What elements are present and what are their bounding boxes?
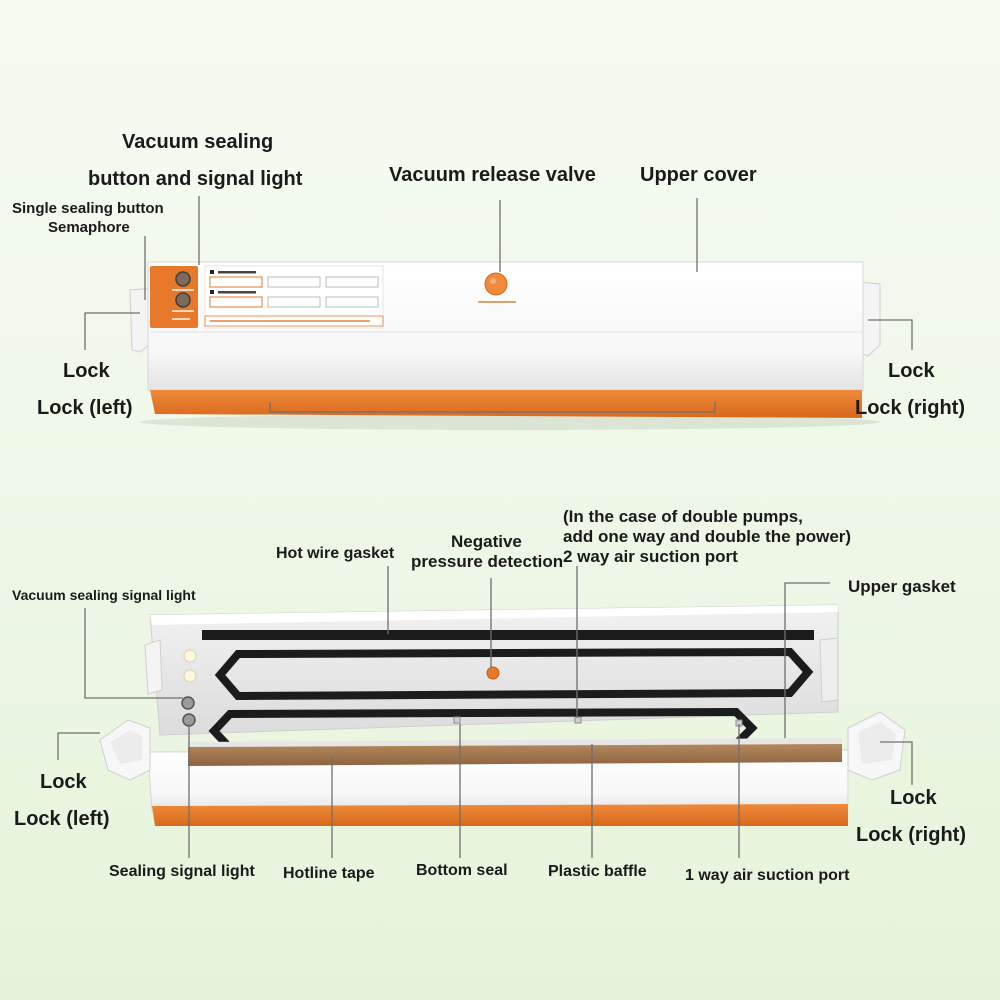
orange-base-bottom	[152, 804, 848, 826]
label-single-sealing-button: Single sealing button	[12, 200, 164, 217]
label-semaphore: Semaphore	[48, 219, 130, 236]
label-one-way-port: 1 way air suction port	[685, 867, 850, 884]
vacuum-sealing-signal-light-2	[181, 696, 195, 710]
instruction-sticker	[204, 265, 384, 329]
label-vacuum-sealing: Vacuum sealing	[122, 131, 274, 153]
label-bottom-seal: Bottom seal	[416, 862, 508, 879]
orange-base	[150, 390, 862, 418]
label-hot-wire-gasket: Hot wire gasket	[276, 545, 395, 562]
label-lock-left-top: Lock (left)	[37, 397, 133, 419]
label-double-pumps-2: add one way and double the power)	[563, 527, 852, 546]
label-lock-right-top: Lock (right)	[855, 397, 965, 419]
vacuum-sealing-button[interactable]	[175, 271, 191, 287]
label-upper-cover: Upper cover	[640, 164, 757, 186]
label-plastic-baffle: Plastic baffle	[548, 863, 647, 880]
upper-gasket	[214, 647, 814, 701]
single-sealing-button[interactable]	[175, 292, 191, 308]
label-lock-right-bottom: Lock (right)	[856, 824, 966, 846]
label-hotline-tape: Hotline tape	[283, 865, 375, 882]
label-lock-left-bottom: Lock (left)	[14, 808, 110, 830]
vacuum-release-valve[interactable]	[484, 272, 508, 296]
vacuum-sealing-signal-light	[183, 649, 197, 663]
label-sealing-signal-light: Sealing signal light	[109, 863, 255, 880]
label-lock-bottom-right: Lock	[890, 787, 937, 809]
leader-lines	[57, 196, 913, 858]
hot-wire-gasket	[202, 630, 814, 640]
closed-sealer	[129, 261, 881, 430]
negative-pressure-valve	[486, 666, 500, 680]
label-lock-top-left: Lock	[63, 360, 110, 382]
label-vacuum-release-valve: Vacuum release valve	[389, 164, 596, 186]
label-button-signal-light: button and signal light	[88, 168, 303, 190]
label-double-pumps-1: (In the case of double pumps,	[563, 507, 803, 526]
label-negative: Negative	[451, 532, 522, 551]
label-lock-bottom-left: Lock	[40, 771, 87, 793]
label-vacuum-sealing-signal-light: Vacuum sealing signal light	[12, 587, 196, 603]
two-way-air-suction-port	[574, 716, 582, 724]
open-sealer	[99, 604, 906, 826]
label-two-way-port: 2 way air suction port	[563, 547, 738, 566]
hotline-tape	[188, 742, 842, 766]
label-lock-top-right: Lock	[888, 360, 935, 382]
label-pressure-detection: pressure detection	[411, 552, 564, 571]
label-upper-gasket: Upper gasket	[848, 577, 956, 596]
